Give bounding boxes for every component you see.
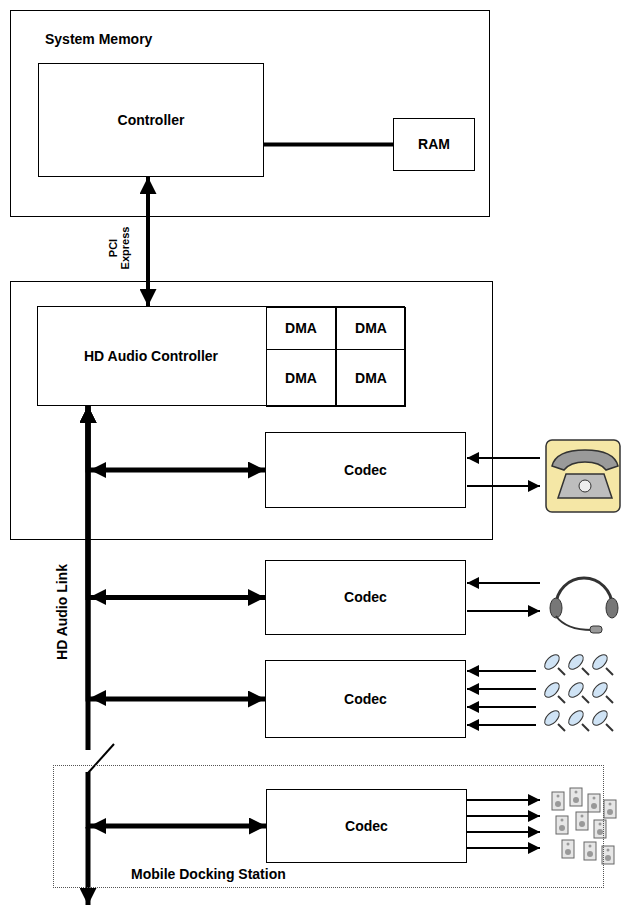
microphone	[542, 652, 565, 675]
controller-box: Controller	[38, 63, 264, 177]
node-label: Codec	[344, 691, 387, 708]
codec-box: Codec	[265, 432, 466, 508]
audio-link-connector	[88, 406, 266, 826]
node-label: DMA	[355, 370, 387, 387]
speaker	[562, 840, 574, 858]
bus-extension	[86, 827, 91, 905]
dma-cell: DMA	[266, 349, 336, 407]
microphone	[590, 652, 613, 675]
microphone	[566, 652, 589, 675]
codec-box: Codec	[265, 660, 466, 738]
node-label: HD Audio Controller	[84, 348, 218, 365]
io-arrow	[467, 582, 540, 584]
speaker	[552, 792, 564, 810]
speaker	[588, 794, 600, 812]
io-arrow	[467, 831, 540, 833]
microphone	[542, 708, 565, 731]
bus-name-label: HD Audio Link	[54, 564, 70, 660]
io-arrow	[467, 847, 540, 849]
io-arrow	[467, 799, 540, 801]
speaker	[570, 788, 582, 806]
node-label: DMA	[285, 370, 317, 387]
node-label: DMA	[285, 320, 317, 337]
microphone-array-icon	[542, 652, 613, 731]
io-arrow	[467, 724, 536, 726]
node-label: RAM	[418, 136, 450, 153]
audio-controller-box: HD Audio ControllerDMADMADMADMA	[37, 306, 405, 406]
node-label: Codec	[345, 818, 388, 835]
node-label: Codec	[344, 589, 387, 606]
chipset-box	[11, 282, 493, 540]
edge-label: PCI Express	[107, 222, 131, 274]
node-label: Codec	[344, 462, 387, 479]
io-arrow	[467, 688, 536, 690]
io-arrow	[467, 485, 540, 487]
microphone	[590, 680, 613, 703]
headset-icon	[550, 578, 618, 633]
io-arrow	[467, 670, 536, 672]
speaker	[604, 800, 616, 818]
memory-box: System MemoryControllerRAM	[10, 10, 490, 217]
dma-cell: DMA	[336, 349, 406, 407]
audio-link-connector	[88, 406, 265, 470]
speaker-array-icon	[552, 788, 616, 864]
node-label: Mobile Docking Station	[131, 866, 286, 883]
io-arrow	[467, 815, 540, 817]
codec-box: Codec	[265, 560, 466, 635]
docking-station-region: Mobile Docking Station Codec	[53, 765, 604, 888]
codec-box: Codec	[266, 789, 467, 863]
audio-link-connector	[88, 406, 265, 598]
speaker	[594, 820, 606, 838]
microphone	[566, 708, 589, 731]
node-label: Controller	[118, 112, 185, 129]
speaker	[576, 812, 588, 830]
dma-cell: DMA	[266, 307, 336, 350]
bus-connector	[264, 143, 393, 147]
speaker	[584, 842, 596, 860]
dma-cell: DMA	[336, 307, 406, 350]
microphone	[542, 680, 565, 703]
io-arrow	[467, 457, 540, 459]
ram-box: RAM	[393, 118, 475, 171]
phone-icon	[546, 440, 620, 512]
audio-link-connector	[88, 406, 265, 699]
node-label: System Memory	[45, 31, 152, 48]
io-arrow	[467, 706, 536, 708]
io-arrow	[467, 610, 540, 612]
node-label: DMA	[355, 320, 387, 337]
switch-blade	[88, 744, 114, 773]
microphone	[590, 708, 613, 731]
speaker	[556, 816, 568, 834]
bus-connector	[146, 177, 150, 306]
microphone	[566, 680, 589, 703]
